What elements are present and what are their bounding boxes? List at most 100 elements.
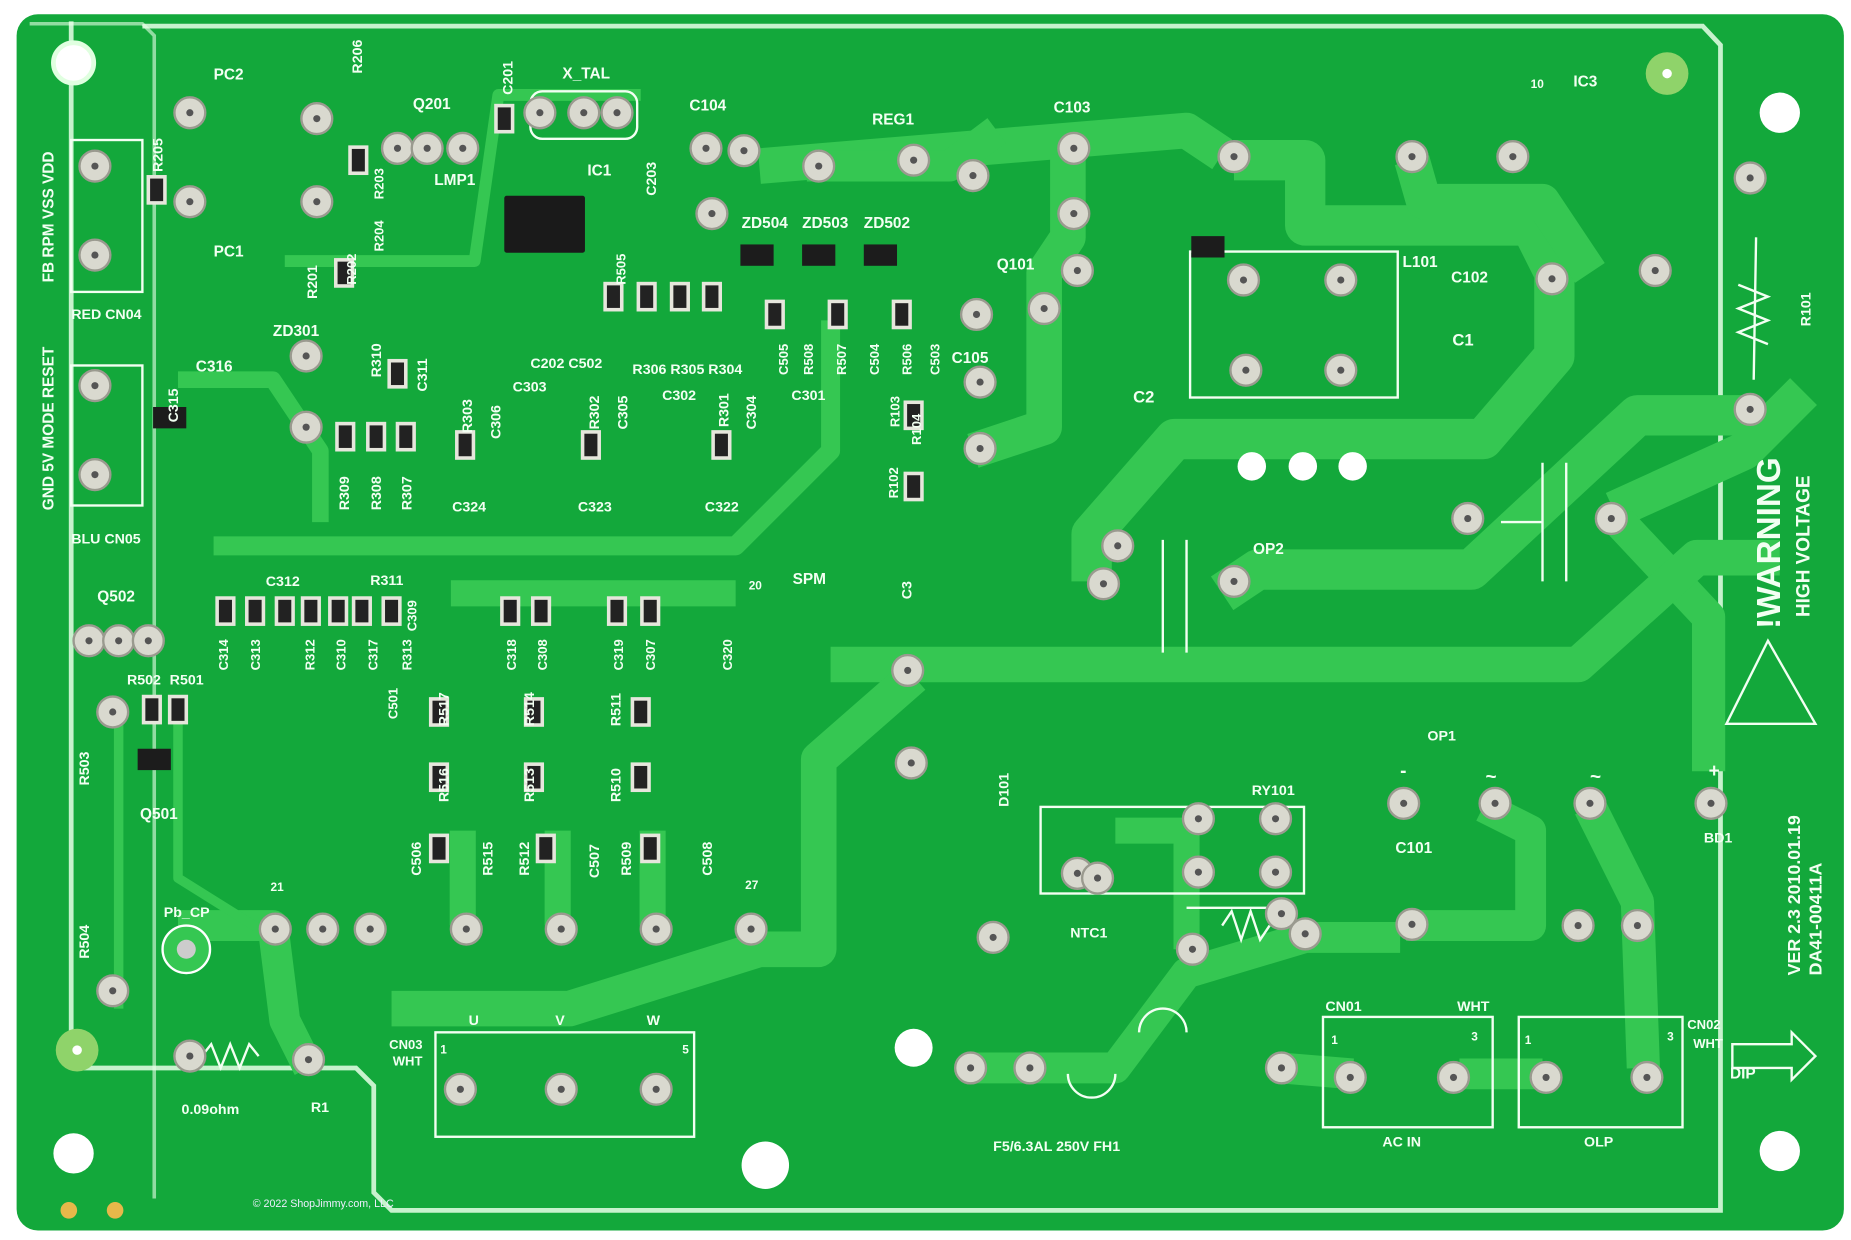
silkscreen-label: Q502 bbox=[97, 589, 135, 606]
pad-hole bbox=[1099, 580, 1108, 588]
silkscreen-label: R508 bbox=[801, 344, 816, 375]
silkscreen-label: NTC1 bbox=[1070, 925, 1107, 941]
pad-hole bbox=[1070, 210, 1078, 218]
silkscreen-label: 3 bbox=[1471, 1030, 1478, 1044]
silkscreen-label: IC1 bbox=[587, 163, 611, 180]
pad-hole bbox=[115, 637, 123, 645]
pad-hole bbox=[1746, 174, 1754, 182]
silkscreen-label: R501 bbox=[170, 673, 204, 689]
smd-component bbox=[455, 430, 476, 460]
solder-pads bbox=[72, 96, 1767, 1106]
pad-hole bbox=[271, 925, 279, 933]
silkscreen-label: C301 bbox=[791, 388, 825, 404]
silkscreen-label: C201 bbox=[501, 61, 517, 95]
silkscreen-label: GND 5V MODE RESET bbox=[40, 346, 57, 510]
smd-component bbox=[335, 421, 356, 452]
pad-hole bbox=[652, 925, 660, 933]
pad-hole bbox=[747, 925, 755, 933]
mounting-holes bbox=[51, 40, 1800, 1219]
silkscreen-label: CN02 bbox=[1687, 1017, 1720, 1032]
smd-component bbox=[891, 299, 912, 330]
pad-hole bbox=[1464, 514, 1472, 523]
smd-component bbox=[530, 596, 552, 626]
smd-component bbox=[141, 694, 162, 725]
pad-hole bbox=[1242, 366, 1250, 374]
silkscreen-label: OP1 bbox=[1427, 728, 1456, 744]
smd-component bbox=[381, 596, 402, 626]
pad-hole bbox=[456, 1085, 464, 1093]
copyright-watermark: © 2022 ShopJimmy.com, LLC bbox=[253, 1198, 394, 1210]
smd-component bbox=[669, 281, 690, 312]
silkscreen-label: R204 bbox=[371, 220, 386, 252]
silkscreen-label: C303 bbox=[513, 380, 547, 396]
silkscreen-label: X_TAL bbox=[562, 65, 610, 82]
pad-hole bbox=[1548, 275, 1556, 283]
pad-hole bbox=[186, 198, 194, 206]
smd-component bbox=[701, 281, 723, 312]
silkscreen-label: 20 bbox=[749, 579, 763, 593]
silkscreen-label: R201 bbox=[305, 265, 321, 299]
silkscreen-label: R303 bbox=[460, 399, 476, 433]
silkscreen-label: 0.09ohm bbox=[182, 1102, 240, 1118]
smd-component bbox=[245, 596, 266, 626]
silkscreen-label: C503 bbox=[928, 344, 943, 375]
pad-hole bbox=[91, 471, 99, 479]
pad-hole bbox=[91, 251, 99, 259]
silkscreen-label: C202 C502 bbox=[530, 356, 602, 372]
silkscreen-label: C317 bbox=[365, 639, 380, 670]
silkscreen-label: R310 bbox=[369, 343, 385, 377]
silkscreen-label: 1 bbox=[440, 1043, 447, 1057]
silkscreen-label: RED CN04 bbox=[71, 307, 141, 323]
pad-hole bbox=[91, 162, 99, 170]
smd-component bbox=[740, 244, 774, 266]
silkscreen-label: C507 bbox=[587, 844, 603, 878]
silkscreen-label: L101 bbox=[1402, 254, 1438, 271]
silkscreen-label: R205 bbox=[151, 138, 167, 172]
silkscreen-label: PC1 bbox=[214, 243, 244, 260]
smd-component bbox=[903, 471, 924, 502]
silkscreen-label: C309 bbox=[404, 600, 419, 631]
silkscreen-label: Q201 bbox=[413, 96, 451, 113]
silkscreen-label: C324 bbox=[452, 499, 486, 515]
copper-traces bbox=[113, 88, 1817, 1090]
silkscreen-label: R504 bbox=[77, 925, 93, 959]
pad-hole bbox=[1277, 1064, 1286, 1072]
pad-hole bbox=[462, 925, 470, 933]
pad-hole bbox=[1026, 1064, 1034, 1072]
smd-component bbox=[428, 762, 450, 793]
silkscreen-label: C3 bbox=[899, 581, 915, 599]
silkscreen-label: R515 bbox=[480, 842, 496, 876]
pad-hole bbox=[1230, 153, 1238, 161]
pad-hole bbox=[580, 109, 588, 117]
silkscreen-label: - bbox=[1400, 761, 1406, 782]
pad-hole bbox=[1337, 366, 1345, 374]
silkscreen-label: C101 bbox=[1395, 840, 1432, 857]
silkscreen-label: R506 bbox=[899, 344, 914, 375]
silkscreen-label: R514 bbox=[522, 692, 538, 726]
smd-component bbox=[640, 596, 661, 626]
silkscreen-label: ~ bbox=[1486, 767, 1497, 788]
smd-component bbox=[827, 299, 848, 330]
smd-component bbox=[146, 175, 167, 205]
pad-hole bbox=[1651, 266, 1659, 275]
pad-hole bbox=[1271, 868, 1280, 876]
silkscreen-label: R104 bbox=[909, 413, 924, 445]
pad-hole bbox=[366, 925, 374, 933]
silkscreen-label: R203 bbox=[371, 168, 386, 199]
pad-hole bbox=[319, 925, 327, 933]
silkscreen-label: LMP1 bbox=[434, 172, 476, 189]
silkscreen-label: R516 bbox=[437, 768, 453, 802]
smd-component bbox=[523, 697, 545, 727]
pad-hole bbox=[976, 378, 984, 386]
pad-hole bbox=[1707, 799, 1715, 807]
silkscreen-label: 27 bbox=[745, 878, 759, 892]
silkscreen-label: C307 bbox=[643, 639, 658, 670]
silkscreen-label: R102 bbox=[886, 467, 901, 498]
pad-hole bbox=[313, 115, 321, 123]
silkscreen-label: 3 bbox=[1667, 1030, 1674, 1044]
silkscreen-label: ZD502 bbox=[864, 215, 910, 232]
silkscreen-label: CN03 bbox=[389, 1037, 422, 1052]
smd-component bbox=[580, 430, 601, 460]
